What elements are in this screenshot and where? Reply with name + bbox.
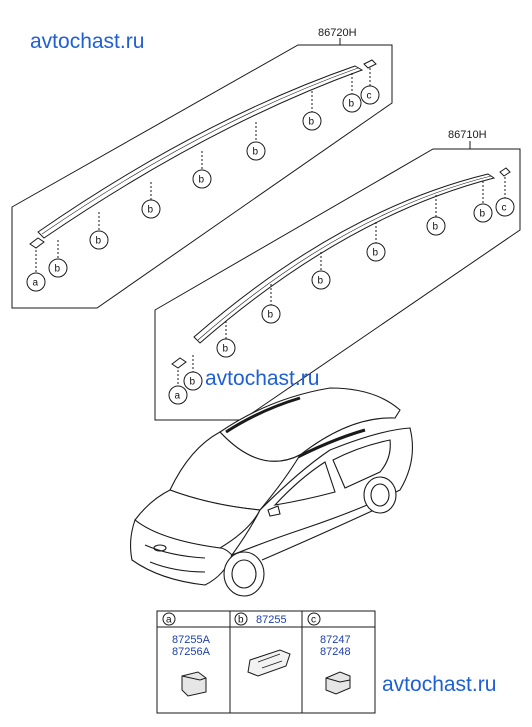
callout-b-lower-3 xyxy=(261,304,281,324)
legend-table: a 87255A 87256A b 87255 c 87247 87248 xyxy=(156,610,376,714)
callout-b-upper-4 xyxy=(192,169,212,189)
lower-rail-group: 86710H a b b b b b b xyxy=(154,129,521,421)
legend-cell-a: a 87255A 87256A xyxy=(162,612,211,697)
callout-a-lower xyxy=(168,385,188,405)
upper-callouts: a b b b b b b b c xyxy=(26,68,380,292)
legend-b-part-1: 87255 xyxy=(256,614,287,626)
lower-end-clip-a xyxy=(171,357,187,369)
svg-text:b: b xyxy=(199,175,205,186)
legend-cell-b: b 87255 xyxy=(234,612,291,677)
svg-text:a: a xyxy=(175,391,181,402)
lower-end-clip-c xyxy=(499,167,511,177)
callout-b-upper-7 xyxy=(342,93,362,113)
legend-c-part-1: 87247 xyxy=(320,634,351,646)
rear-wheel xyxy=(363,476,397,514)
callout-b-lower-7 xyxy=(473,203,493,223)
callout-b-upper-6 xyxy=(302,111,322,131)
clip-a-icon xyxy=(181,671,207,697)
svg-text:b: b xyxy=(373,248,379,259)
clip-c-icon xyxy=(325,671,351,695)
watermark-middle: avtochast.ru xyxy=(205,367,320,390)
svg-text:b: b xyxy=(318,276,324,287)
svg-text:b: b xyxy=(148,205,154,216)
callout-a-upper xyxy=(26,272,46,292)
callout-b-lower-4 xyxy=(311,270,331,290)
svg-text:b: b xyxy=(55,264,61,275)
svg-text:b: b xyxy=(96,236,102,247)
lower-rail-panel-outline xyxy=(154,148,521,421)
svg-text:b: b xyxy=(253,147,259,158)
callout-c-lower xyxy=(495,197,515,217)
svg-text:b: b xyxy=(268,310,274,321)
upper-rail-part-number: 86720H xyxy=(318,27,357,39)
svg-text:a: a xyxy=(33,278,39,289)
watermark-bottom: avtochast.ru xyxy=(382,673,497,696)
svg-text:c: c xyxy=(502,203,507,214)
front-wheel xyxy=(223,551,265,597)
svg-text:b: b xyxy=(238,615,244,626)
legend-cell-c: c 87247 87248 xyxy=(307,612,351,695)
callout-b-upper-3 xyxy=(141,199,161,219)
watermark-top: avtochast.ru xyxy=(30,30,145,53)
upper-roof-rail xyxy=(37,65,364,239)
svg-text:a: a xyxy=(166,615,172,626)
svg-text:b: b xyxy=(309,117,315,128)
callout-c-upper xyxy=(360,85,380,105)
svg-text:b: b xyxy=(349,99,355,110)
callout-b-lower-1 xyxy=(183,371,203,391)
clip-b-icon xyxy=(247,649,291,677)
callout-b-upper-5 xyxy=(246,141,266,161)
legend-a-part-2: 87256A xyxy=(172,646,211,658)
svg-text:b: b xyxy=(433,222,439,233)
lower-roof-rail xyxy=(193,173,496,344)
callout-b-lower-5 xyxy=(366,242,386,262)
callout-b-upper-1 xyxy=(48,258,68,278)
car-illustration xyxy=(129,387,413,597)
svg-text:c: c xyxy=(367,91,372,102)
lower-rail-part-number: 86710H xyxy=(448,129,487,141)
svg-text:b: b xyxy=(480,209,486,220)
car-roof-rail-highlight xyxy=(225,396,301,434)
legend-a-part-1: 87255A xyxy=(172,634,211,646)
svg-text:b: b xyxy=(223,344,229,355)
legend-c-part-2: 87248 xyxy=(320,646,351,658)
lower-callouts: a b b b b b b b c xyxy=(168,177,515,405)
svg-text:c: c xyxy=(311,615,316,626)
callout-b-lower-6 xyxy=(426,216,446,236)
svg-text:b: b xyxy=(190,377,196,388)
upper-end-clip-a xyxy=(29,237,45,249)
callout-b-upper-2 xyxy=(89,230,109,250)
upper-end-clip-c xyxy=(363,59,377,69)
upper-rail-group: 86720H a b b b b b xyxy=(11,27,393,309)
callout-b-lower-2 xyxy=(216,338,236,358)
